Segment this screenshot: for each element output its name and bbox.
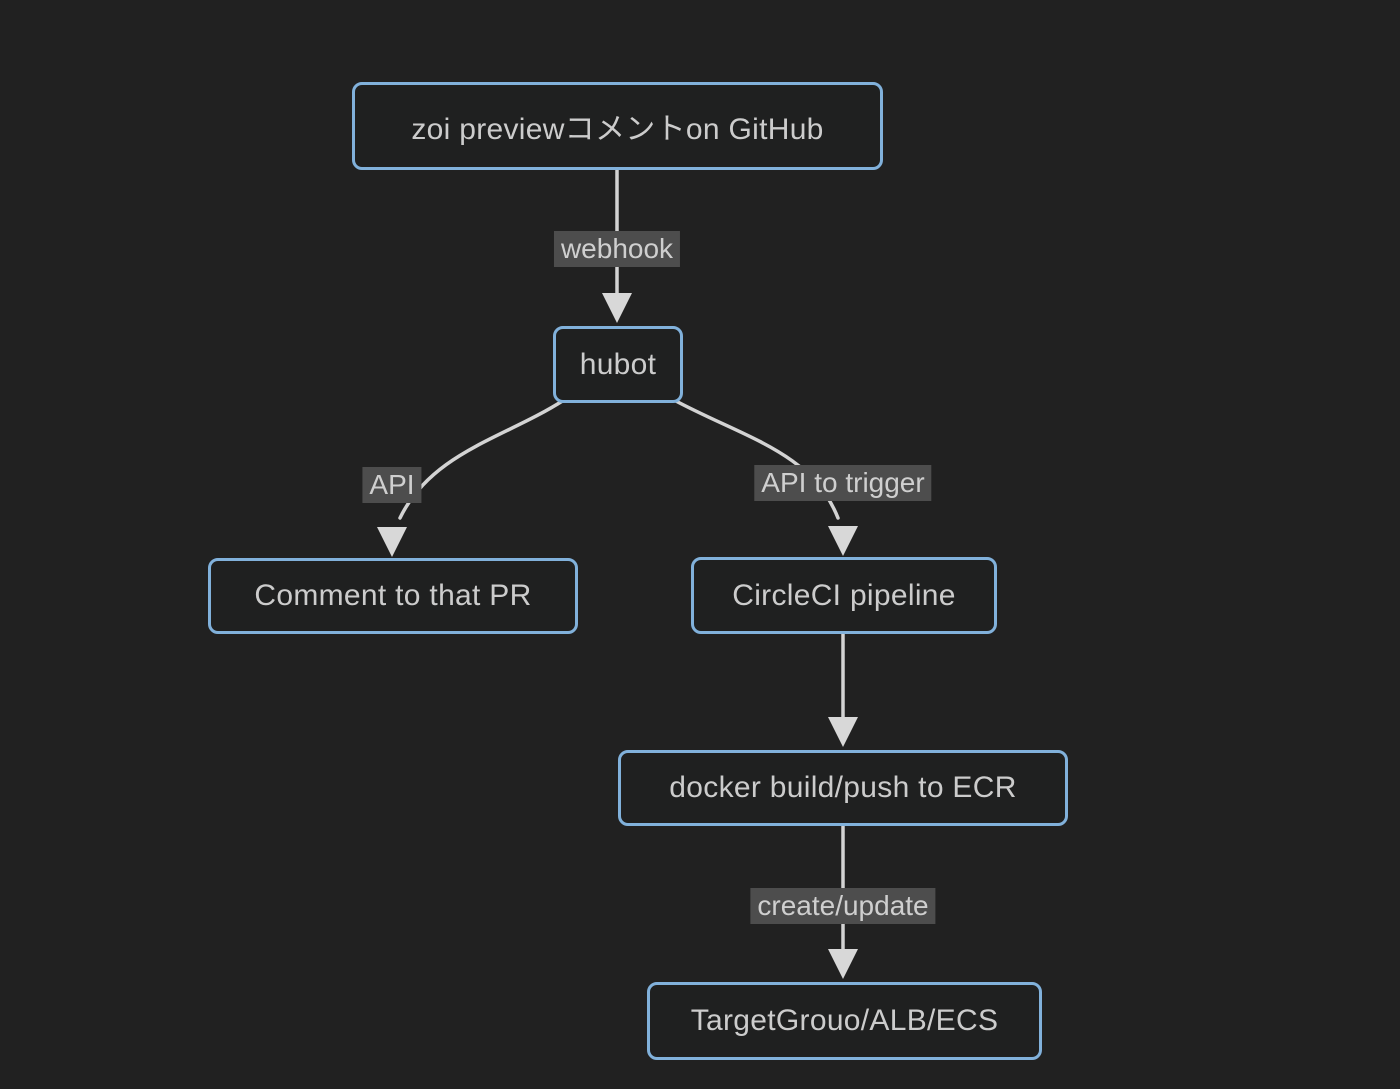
node-docker-build-push-ecr: docker build/push to ECR <box>618 750 1068 826</box>
node-github-preview-comment: zoi previewコメントon GitHub <box>352 82 883 170</box>
edge-label-create-update: create/update <box>750 888 936 924</box>
arrowhead-hubot-comment <box>377 527 407 557</box>
arrowhead-hubot-circleci <box>828 526 858 556</box>
edge-label-api: API <box>362 467 422 503</box>
edge-hubot-comment <box>398 398 566 520</box>
arrowhead-circleci-docker <box>828 717 858 747</box>
node-hubot: hubot <box>553 326 683 403</box>
edge-label-api-to-trigger: API to trigger <box>754 465 932 501</box>
arrowhead-github-hubot <box>602 293 632 323</box>
node-comment-to-pr: Comment to that PR <box>208 558 578 634</box>
arrowhead-docker-target <box>828 949 858 979</box>
edge-label-webhook: webhook <box>553 231 681 267</box>
node-circleci-pipeline: CircleCI pipeline <box>691 557 997 634</box>
node-targetgroup-alb-ecs: TargetGrouo/ALB/ECS <box>647 982 1042 1060</box>
